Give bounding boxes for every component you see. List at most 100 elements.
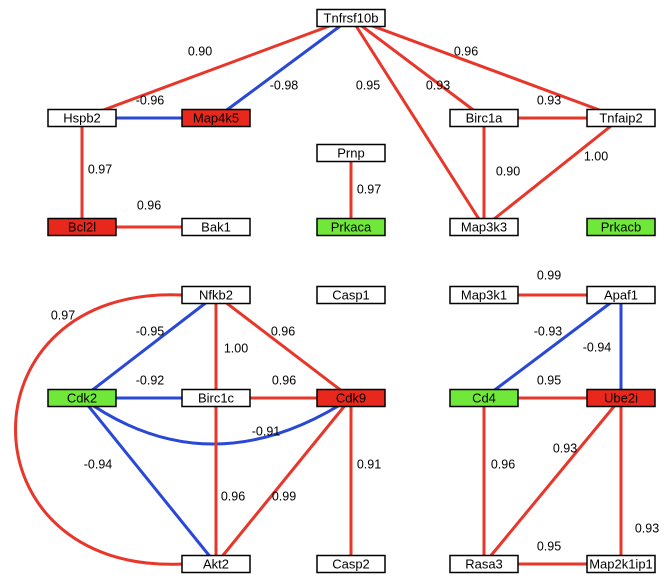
node-box [316,554,386,574]
node-label: Ube2i [604,390,638,405]
node-box [586,388,656,408]
node-bcl2l: Bcl2l [47,217,117,237]
node-label: Prkacb [601,219,641,234]
node-akt2: Akt2 [181,554,251,574]
node-map4k5: Map4k5 [181,108,251,128]
node-box [181,217,251,237]
node-tnfaip2: Tnfaip2 [586,108,656,128]
node-box [47,388,117,408]
edge-weight-label: 0.99 [272,489,296,503]
node-label: Map3k1 [461,287,507,302]
edge-cdk9-akt2 [214,397,353,565]
edge-weight-label: 0.96 [272,373,296,387]
edge-weight-label: 0.97 [88,162,112,176]
node-prnp: Prnp [316,143,386,163]
node-map3k3: Map3k3 [449,217,519,237]
node-box [449,217,519,237]
node-box [316,143,386,163]
edge-weight-label: 1.00 [584,149,608,163]
edge-nfkb2-cdk9 [215,293,352,400]
edge-tnfrsf10b-hspb2 [81,16,352,120]
node-nfkb2: Nfkb2 [181,285,251,305]
edge-weight-label: 0.93 [426,78,450,92]
node-label: Prkaca [331,219,372,234]
node-casp2: Casp2 [316,554,386,574]
node-box [586,554,656,574]
edge-weight-label: 0.90 [188,44,212,58]
edge-weight-label: -0.94 [583,340,612,354]
edge-tnfrsf10b-map3k3 [349,17,486,228]
node-bak1: Bak1 [181,217,251,237]
edge-weight-label: 0.90 [496,164,520,178]
edge-tnfrsf10b-map4k5 [215,16,352,120]
node-label: Akt2 [203,556,229,571]
node-box [449,388,519,408]
node-tnfrsf10b: Tnfrsf10b [316,8,386,28]
node-box [586,217,656,237]
node-label: Bcl2l [68,219,96,234]
edge-weight-label: 0.97 [357,182,381,196]
edge-weight-label: -0.95 [136,324,165,338]
edge-tnfaip2-map3k3 [483,116,622,229]
node-label: Hspb2 [63,110,101,125]
edge-weight-label: 0.93 [553,441,577,455]
edge-weight-label: -0.98 [270,78,299,92]
edge-cdk2-cdk9 [81,396,352,446]
node-label: Casp1 [332,287,370,302]
node-box [316,388,386,408]
edge-weight-label: 0.91 [357,457,381,471]
edge-tnfrsf10b-birc1a [350,16,485,120]
node-prkaca: Prkaca [316,217,386,237]
node-rasa3: Rasa3 [449,554,519,574]
node-label: Cdk2 [67,390,97,405]
node-box [449,554,519,574]
edge-weight-label: 0.99 [537,268,561,282]
edge-weight-label: 0.95 [356,78,380,92]
node-label: Tnfrsf10b [324,10,379,25]
node-box [316,285,386,305]
node-box [181,285,251,305]
edge-weight-label: 0.96 [454,44,478,58]
node-birc1a: Birc1a [449,108,519,128]
edge-weight-label: 0.96 [271,324,295,338]
node-ube2i: Ube2i [586,388,656,408]
node-label: Nfkb2 [199,287,233,302]
edge-weight-label: 0.96 [137,198,161,212]
node-birc1c: Birc1c [181,388,251,408]
node-box [47,108,117,128]
edge-weight-label: 0.93 [635,521,659,535]
edge-weight-label: -0.92 [136,373,165,387]
node-box [586,285,656,305]
edge-weight-label: -0.94 [84,457,113,471]
node-map2k1ip1: Map2k1ip1 [586,554,656,574]
edge-weight-label: 1.00 [224,341,248,355]
node-box [449,108,519,128]
edge-weight-label: 0.93 [537,93,561,107]
node-label: Map4k5 [193,110,239,125]
node-casp1: Casp1 [316,285,386,305]
node-cd4: Cd4 [449,388,519,408]
node-box [316,217,386,237]
node-apaf1: Apaf1 [586,285,656,305]
edge-weight-label: 0.95 [537,373,561,387]
node-label: Birc1c [198,390,235,405]
edge-apaf1-cd4 [483,293,622,400]
node-label: Birc1a [466,110,504,125]
node-cdk2: Cdk2 [47,388,117,408]
edge-weight-label: 0.95 [537,539,561,553]
node-label: Tnfaip2 [599,110,642,125]
node-box [181,388,251,408]
node-box [586,108,656,128]
edge-weight-label: 0.96 [221,489,245,503]
node-box [47,217,117,237]
node-label: Map2k1ip1 [589,556,653,571]
node-label: Casp2 [332,556,370,571]
node-box [181,554,251,574]
edge-cdk2-akt2 [80,397,218,565]
edge-weight-label: -0.93 [534,324,563,338]
edge-nfkb2-cdk2 [81,293,217,400]
